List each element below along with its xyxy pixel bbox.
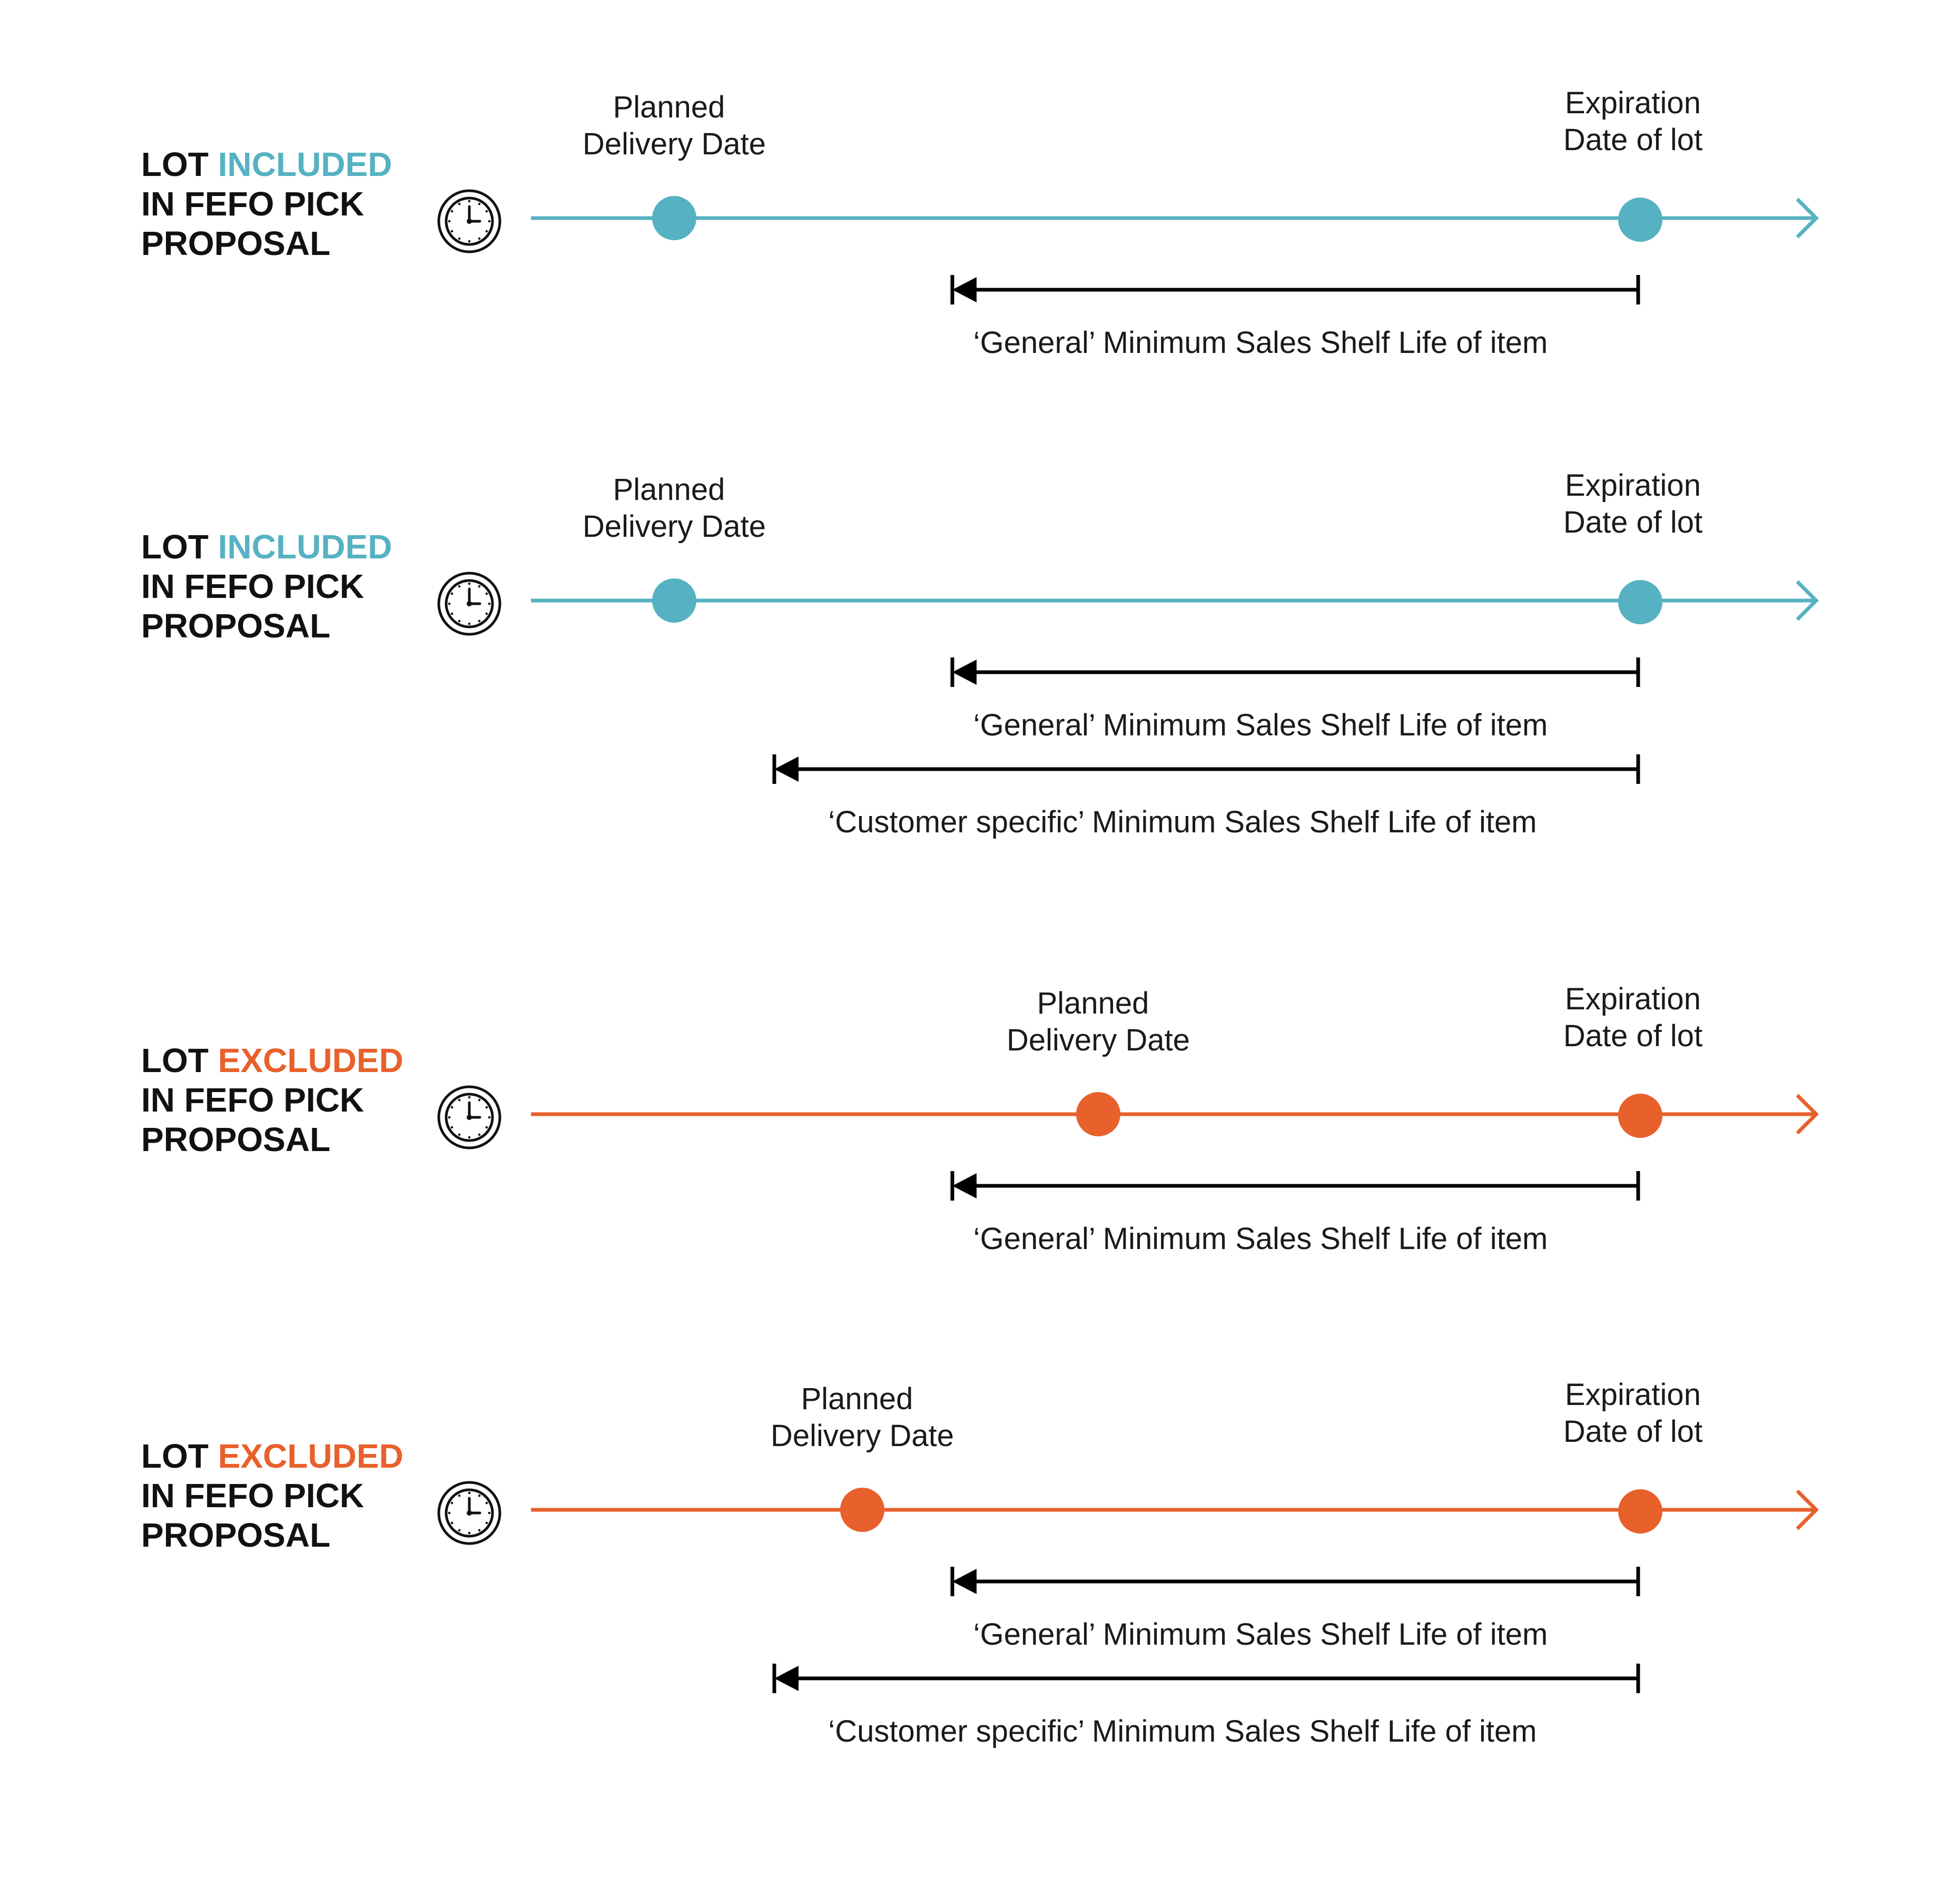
range-label-general: ‘General’ Minimum Sales Shelf Life of it… bbox=[973, 708, 1548, 742]
status-word: EXCLUDED bbox=[218, 1041, 403, 1079]
status-prefix: LOT bbox=[141, 528, 218, 566]
status-prefix: LOT bbox=[141, 1437, 218, 1475]
status-label: LOT INCLUDED bbox=[141, 528, 392, 566]
timeline-arrowhead bbox=[1796, 1094, 1819, 1135]
expiration-dot bbox=[1618, 1094, 1662, 1138]
expiration-label-2: Date of lot bbox=[1563, 1414, 1702, 1449]
status-label: LOT EXCLUDED bbox=[141, 1041, 403, 1079]
status-line-2: IN FEFO PICK bbox=[141, 1477, 364, 1515]
planned-delivery-dot bbox=[652, 196, 696, 240]
timeline-arrowhead bbox=[1796, 1489, 1819, 1530]
planned-delivery-label-1: Planned bbox=[801, 1382, 913, 1416]
status-prefix: LOT bbox=[141, 145, 218, 183]
status-line-2: IN FEFO PICK bbox=[141, 185, 364, 223]
range-customer: ‘Customer specific’ Minimum Sales Shelf … bbox=[772, 1664, 1640, 1748]
range-label-customer: ‘Customer specific’ Minimum Sales Shelf … bbox=[828, 805, 1537, 839]
clock-icon bbox=[437, 1085, 501, 1149]
expiration-dot bbox=[1618, 1489, 1662, 1534]
expiration-dot bbox=[1618, 580, 1662, 624]
planned-delivery-dot bbox=[1076, 1092, 1120, 1136]
timeline-arrowhead bbox=[1796, 198, 1819, 239]
range-customer: ‘Customer specific’ Minimum Sales Shelf … bbox=[772, 754, 1640, 839]
planned-delivery-dot bbox=[652, 578, 696, 623]
status-line-2: IN FEFO PICK bbox=[141, 567, 364, 605]
expiration-label-1: Expiration bbox=[1565, 468, 1701, 503]
range-label-customer: ‘Customer specific’ Minimum Sales Shelf … bbox=[828, 1714, 1537, 1748]
status-line-2: IN FEFO PICK bbox=[141, 1081, 364, 1119]
expiration-label-1: Expiration bbox=[1565, 1378, 1701, 1412]
expiration-label-1: Expiration bbox=[1565, 86, 1701, 120]
range-general: ‘General’ Minimum Sales Shelf Life of it… bbox=[950, 1171, 1640, 1256]
range-general: ‘General’ Minimum Sales Shelf Life of it… bbox=[950, 275, 1640, 360]
planned-delivery-dot bbox=[840, 1488, 884, 1532]
status-line-3: PROPOSAL bbox=[141, 1121, 330, 1158]
range-label-general: ‘General’ Minimum Sales Shelf Life of it… bbox=[973, 1222, 1548, 1256]
clock-icon bbox=[437, 1481, 501, 1545]
planned-delivery-label-1: Planned bbox=[613, 90, 725, 124]
status-line-3: PROPOSAL bbox=[141, 607, 330, 645]
timeline-arrowhead bbox=[1796, 580, 1819, 621]
status-word: INCLUDED bbox=[218, 145, 392, 183]
planned-delivery-label-2: Delivery Date bbox=[583, 509, 766, 544]
range-label-general: ‘General’ Minimum Sales Shelf Life of it… bbox=[973, 326, 1548, 360]
planned-delivery-label-1: Planned bbox=[1037, 986, 1149, 1020]
expiration-label-2: Date of lot bbox=[1563, 123, 1702, 157]
status-label: LOT EXCLUDED bbox=[141, 1437, 403, 1475]
expiration-dot bbox=[1618, 198, 1662, 242]
clock-icon bbox=[437, 189, 501, 253]
status-line-3: PROPOSAL bbox=[141, 1516, 330, 1554]
status-prefix: LOT bbox=[141, 1041, 218, 1079]
range-general: ‘General’ Minimum Sales Shelf Life of it… bbox=[950, 1567, 1640, 1652]
planned-delivery-label-1: Planned bbox=[613, 473, 725, 507]
status-word: INCLUDED bbox=[218, 528, 392, 566]
expiration-label-2: Date of lot bbox=[1563, 1019, 1702, 1053]
planned-delivery-label-2: Delivery Date bbox=[1007, 1023, 1190, 1057]
expiration-label-2: Date of lot bbox=[1563, 505, 1702, 539]
clock-icon bbox=[437, 572, 501, 636]
status-label: LOT INCLUDED bbox=[141, 145, 392, 183]
range-general: ‘General’ Minimum Sales Shelf Life of it… bbox=[950, 657, 1640, 742]
expiration-label-1: Expiration bbox=[1565, 982, 1701, 1016]
status-word: EXCLUDED bbox=[218, 1437, 403, 1475]
planned-delivery-label-2: Delivery Date bbox=[771, 1419, 954, 1453]
planned-delivery-label-2: Delivery Date bbox=[583, 127, 766, 161]
status-line-3: PROPOSAL bbox=[141, 224, 330, 262]
range-label-general: ‘General’ Minimum Sales Shelf Life of it… bbox=[973, 1617, 1548, 1652]
